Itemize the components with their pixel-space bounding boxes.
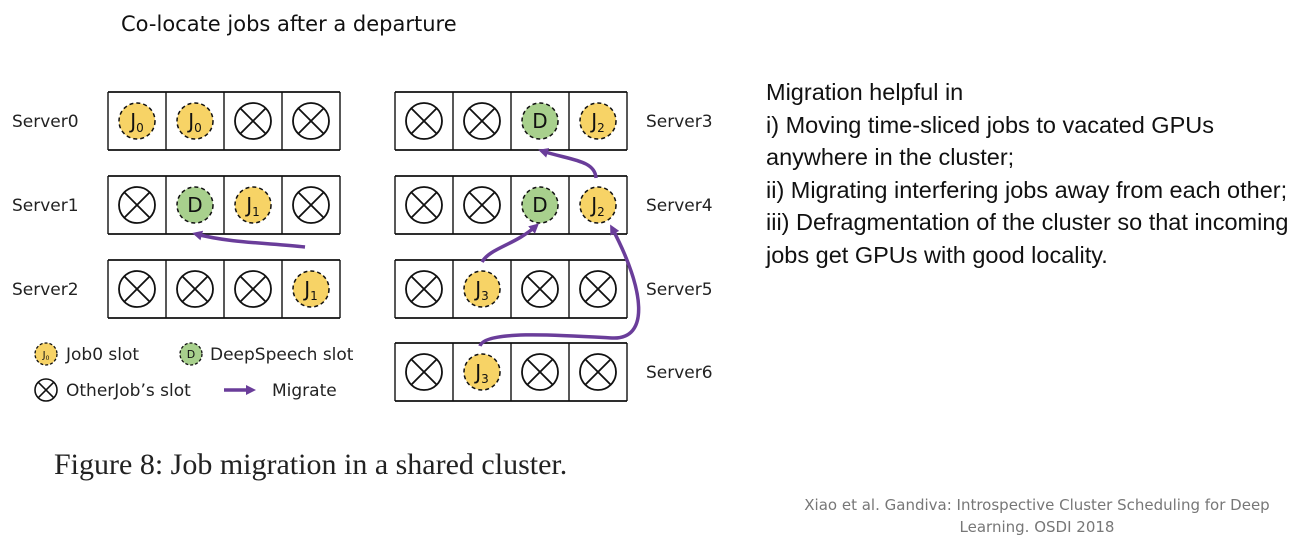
slot-other	[234, 270, 272, 308]
slot-other	[463, 102, 501, 140]
legend-ds-icon: D	[179, 342, 203, 366]
server-row-0: Server0 J0 J0	[12, 91, 341, 151]
server-label: Server4	[646, 196, 713, 216]
slot-other	[292, 102, 330, 140]
legend-other-icon	[34, 378, 58, 402]
svg-text:J2: J2	[589, 193, 605, 219]
server-row-1: Server1 D J1	[12, 175, 341, 235]
legend-other-text: OtherJob’s slot	[66, 381, 191, 401]
legend-ds-text: DeepSpeech slot	[210, 345, 354, 365]
migrate-arrow-j3-server5	[480, 223, 539, 264]
server-row-6: Server6 J3	[394, 342, 713, 402]
server-label: Server2	[12, 280, 79, 300]
slot-other	[292, 186, 330, 224]
notes-panel: Migration helpful in i) Moving time-slic…	[766, 76, 1300, 272]
server-label: Server6	[646, 363, 713, 383]
svg-text:D: D	[532, 109, 547, 133]
migrate-arrow-j1	[192, 230, 306, 249]
svg-text:D: D	[187, 193, 202, 217]
slot-other	[118, 186, 156, 224]
slot-other	[118, 270, 156, 308]
slot-other	[405, 270, 443, 308]
server-row-3: Server3 D J2	[394, 91, 713, 151]
svg-text:D: D	[532, 193, 547, 217]
legend: J0 Job0 slot D DeepSpeech slot OtherJob’…	[34, 342, 354, 402]
citation: Xiao et al. Gandiva: Introspective Clust…	[800, 494, 1274, 538]
server-label: Server1	[12, 196, 79, 216]
citation-line-1: Xiao et al. Gandiva: Introspective Clust…	[804, 496, 1270, 514]
slot-job: J2	[579, 186, 617, 224]
svg-text:J3: J3	[473, 277, 489, 303]
svg-text:D: D	[187, 348, 195, 361]
svg-text:J0: J0	[128, 109, 144, 135]
svg-text:J1: J1	[302, 277, 318, 303]
svg-text:J0: J0	[186, 109, 202, 135]
legend-job-text: Job0 slot	[65, 345, 139, 365]
slot-job: J1	[234, 186, 272, 224]
note-item-3: iii) Defragmentation of the cluster so t…	[766, 209, 1289, 268]
server-row-5: Server5 J3	[394, 259, 713, 319]
svg-text:J3: J3	[473, 360, 489, 386]
slot-other	[579, 353, 617, 391]
server-label: Server3	[646, 112, 713, 132]
legend-migrate-text: Migrate	[272, 381, 337, 401]
slot-other	[463, 186, 501, 224]
svg-text:J2: J2	[589, 109, 605, 135]
slot-ds: D	[521, 186, 559, 224]
slot-job: J3	[463, 353, 501, 391]
slot-ds: D	[521, 102, 559, 140]
server-label: Server5	[646, 280, 713, 300]
slot-other	[579, 270, 617, 308]
slot-other	[405, 186, 443, 224]
slot-other	[234, 102, 272, 140]
note-item-1: i) Moving time-sliced jobs to vacated GP…	[766, 111, 1214, 171]
slot-other	[521, 353, 559, 391]
slot-other	[176, 270, 214, 308]
notes-heading: Migration helpful in	[766, 79, 964, 105]
slot-job: J2	[579, 102, 617, 140]
svg-text:J1: J1	[244, 193, 260, 219]
slot-job: J0	[118, 102, 156, 140]
migrate-arrow-j2	[538, 148, 598, 179]
slot-job: J3	[463, 270, 501, 308]
figure-caption: Figure 8: Job migration in a shared clus…	[54, 448, 568, 481]
slot-ds: D	[176, 186, 214, 224]
server-label: Server0	[12, 112, 79, 132]
slot-job: J0	[176, 102, 214, 140]
slot-job: J1	[292, 270, 330, 308]
server-row-2: Server2 J1	[12, 259, 341, 319]
slot-other	[521, 270, 559, 308]
migration-arrows	[192, 148, 641, 347]
server-row-4: Server4 D J2	[394, 175, 713, 235]
slot-other	[405, 102, 443, 140]
citation-line-2: Learning. OSDI 2018	[959, 518, 1115, 536]
note-item-2: ii) Migrating interfering jobs away from…	[766, 176, 1288, 203]
slide-title: Co-locate jobs after a departure	[121, 12, 457, 36]
legend-job-icon: J0	[34, 342, 58, 366]
slot-other	[405, 353, 443, 391]
migrate-arrow-j3-server6	[478, 224, 641, 347]
svg-text:J0: J0	[42, 350, 50, 362]
